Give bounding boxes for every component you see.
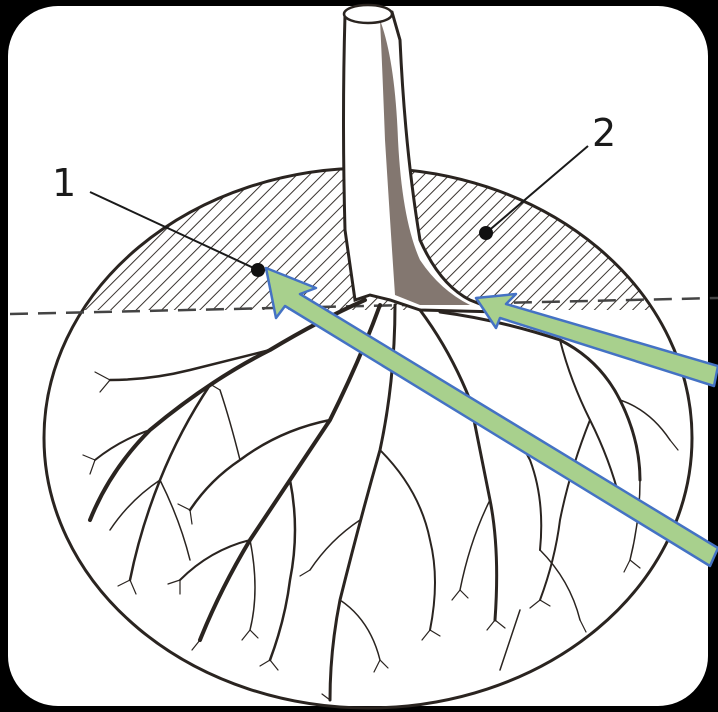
label-1-marker [251, 263, 265, 277]
label-1-text: 1 [52, 161, 76, 205]
label-2-marker [479, 226, 493, 240]
label-2-text: 2 [592, 111, 616, 155]
